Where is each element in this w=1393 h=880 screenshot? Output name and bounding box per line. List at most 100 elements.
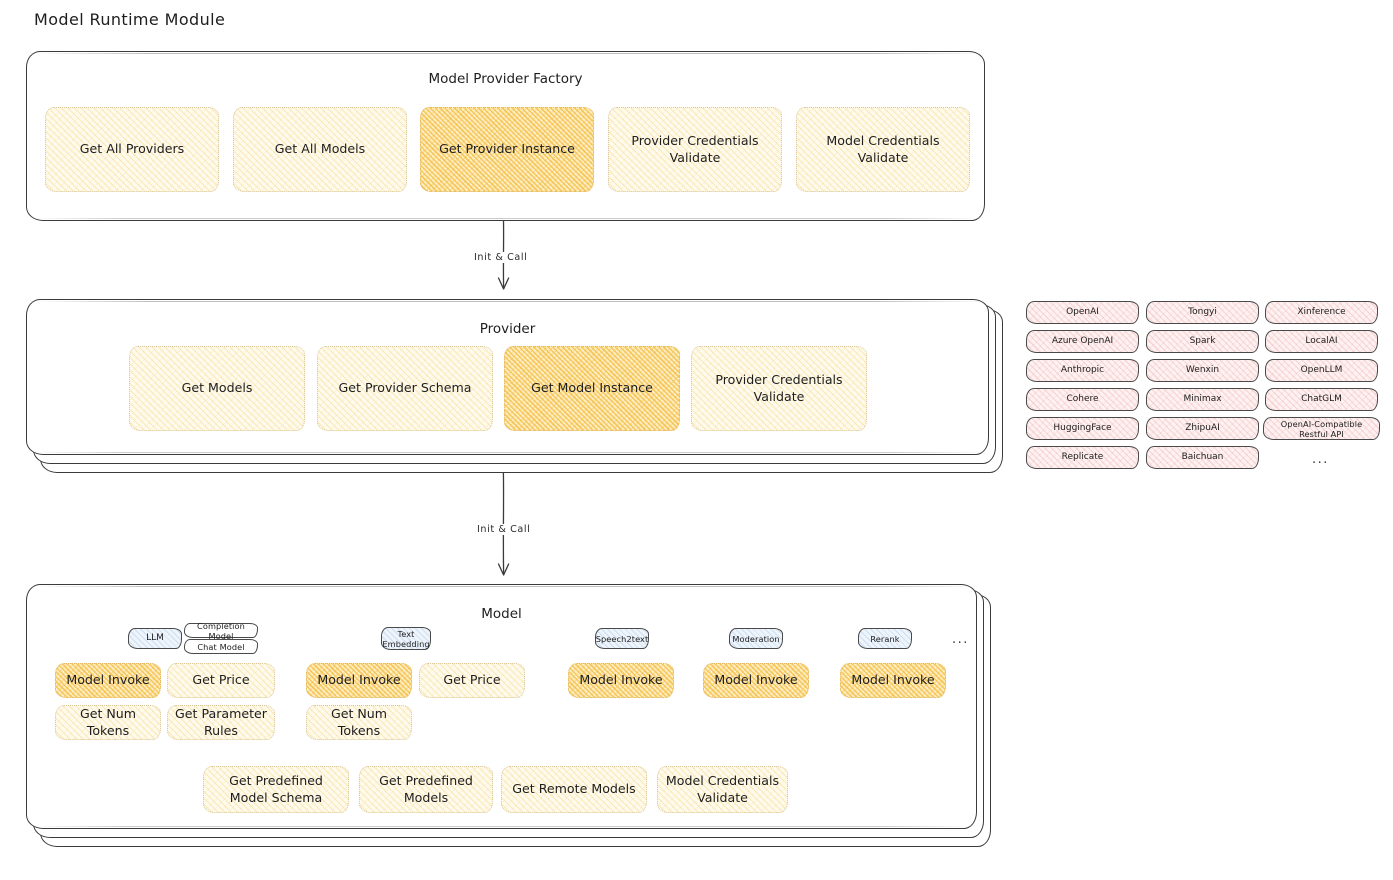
model-title: Model — [481, 606, 522, 622]
node-get-all-providers[interactable]: Get All Providers — [45, 107, 219, 192]
model-tag-chat-model[interactable]: Chat Model — [184, 639, 258, 654]
node-label: Model Invoke — [851, 672, 935, 688]
model-tag-label: Chat Model — [197, 641, 245, 652]
node-speech2text-model-invoke[interactable]: Model Invoke — [568, 663, 674, 698]
node-label: Model Invoke — [579, 672, 663, 688]
provider-chip-label: Tongyi — [1188, 307, 1217, 318]
node-label: Get Price — [192, 672, 250, 688]
provider-chip-label: Spark — [1189, 336, 1216, 347]
node-label: Get Provider Schema — [338, 380, 472, 396]
provider-chip-tongyi[interactable]: Tongyi — [1146, 301, 1259, 324]
provider-chip-label: ChatGLM — [1301, 394, 1342, 405]
node-label: Get Models — [181, 380, 253, 396]
provider-chip-label: HuggingFace — [1053, 423, 1112, 434]
provider-chip-label: LocalAI — [1305, 336, 1338, 347]
provider-chip-azure-openai[interactable]: Azure OpenAI — [1026, 330, 1139, 353]
provider-chip-label: Wenxin — [1185, 365, 1220, 376]
node-rerank-model-invoke[interactable]: Model Invoke — [840, 663, 946, 698]
model-badge-label: Moderation — [732, 633, 780, 644]
node-llm-model-invoke[interactable]: Model Invoke — [55, 663, 161, 698]
node-label: Get Remote Models — [512, 781, 636, 797]
arrow-factory-to-provider — [470, 220, 540, 295]
node-label: Model Credentials Validate — [826, 133, 940, 165]
node-label: Model Invoke — [714, 672, 798, 688]
model-badge-label: LLM — [146, 633, 164, 644]
provider-chip-label: ZhipuAI — [1185, 423, 1220, 434]
node-llm-get-price[interactable]: Get Price — [167, 663, 275, 698]
provider-chip-openllm[interactable]: OpenLLM — [1265, 359, 1378, 382]
model-tag-label: Completion Model — [197, 620, 245, 641]
model-badge-moderation[interactable]: Moderation — [729, 628, 783, 649]
node-label: Get Provider Instance — [439, 141, 575, 157]
node-moderation-model-invoke[interactable]: Model Invoke — [703, 663, 809, 698]
node-text-embedding-model-invoke[interactable]: Model Invoke — [306, 663, 412, 698]
node-label: Provider Credentials Validate — [631, 133, 759, 165]
provider-chip-label: Baichuan — [1181, 452, 1224, 463]
arrow-provider-to-model — [470, 472, 540, 581]
model-badge-label: Rerank — [870, 633, 900, 644]
node-label: Model Invoke — [66, 672, 150, 688]
provider-chip-openai-compatible-restful-api[interactable]: OpenAI-Compatible Restful API — [1263, 417, 1380, 440]
node-get-all-models[interactable]: Get All Models — [233, 107, 407, 192]
node-get-provider-instance[interactable]: Get Provider Instance — [420, 107, 594, 192]
arrow-label-init-and-call-2: Init & Call — [474, 524, 534, 535]
arrow-icon — [497, 472, 510, 576]
node-get-predefined-models[interactable]: Get Predefined Models — [359, 766, 493, 813]
node-get-provider-schema[interactable]: Get Provider Schema — [317, 346, 493, 431]
node-llm-get-parameter-rules[interactable]: Get Parameter Rules — [167, 705, 275, 740]
node-get-models[interactable]: Get Models — [129, 346, 305, 431]
provider-chip-zhipuai[interactable]: ZhipuAI — [1146, 417, 1259, 440]
model-badge-rerank[interactable]: Rerank — [858, 628, 912, 649]
node-label: Get Price — [443, 672, 501, 688]
provider-chip-label: Xinference — [1297, 307, 1346, 318]
node-label: Get Predefined Models — [379, 773, 473, 805]
provider-chip-label: Azure OpenAI — [1051, 336, 1114, 347]
node-label: Get Model Instance — [531, 380, 653, 396]
provider-chip-cohere[interactable]: Cohere — [1026, 388, 1139, 411]
node-model-credentials-validate-2[interactable]: Model Credentials Validate — [657, 766, 788, 813]
provider-title: Provider — [479, 321, 536, 337]
node-get-model-instance[interactable]: Get Model Instance — [504, 346, 680, 431]
provider-chip-minimax[interactable]: Minimax — [1146, 388, 1259, 411]
provider-chip-anthropic[interactable]: Anthropic — [1026, 359, 1139, 382]
node-llm-get-num-tokens[interactable]: Get Num Tokens — [55, 705, 161, 740]
model-badge-speech2text[interactable]: Speech2text — [595, 628, 649, 649]
node-text-embedding-get-price[interactable]: Get Price — [419, 663, 525, 698]
node-provider-credentials-validate-2[interactable]: Provider Credentials Validate — [691, 346, 867, 431]
provider-chip-localai[interactable]: LocalAI — [1265, 330, 1378, 353]
provider-chip-xinference[interactable]: Xinference — [1265, 301, 1378, 324]
provider-chip-chatglm[interactable]: ChatGLM — [1265, 388, 1378, 411]
model-badge-label: Text Embedding — [382, 628, 430, 649]
model-groups-ellipsis: ... — [952, 632, 969, 647]
node-label: Get Parameter Rules — [175, 706, 267, 738]
provider-chip-label: OpenAI — [1066, 307, 1099, 318]
provider-chip-label: OpenAI-Compatible Restful API — [1280, 418, 1363, 439]
node-label: Get All Models — [274, 141, 366, 157]
node-provider-credentials-validate[interactable]: Provider Credentials Validate — [608, 107, 782, 192]
model-badge-llm[interactable]: LLM — [128, 628, 182, 649]
model-badge-label: Speech2text — [595, 633, 649, 644]
node-get-remote-models[interactable]: Get Remote Models — [501, 766, 647, 813]
provider-chip-label: Cohere — [1066, 394, 1099, 405]
node-get-predefined-model-schema[interactable]: Get Predefined Model Schema — [203, 766, 349, 813]
node-label: Get Predefined Model Schema — [229, 773, 323, 805]
provider-chip-label: OpenLLM — [1300, 365, 1343, 376]
provider-chip-baichuan[interactable]: Baichuan — [1146, 446, 1259, 469]
provider-chip-label: Anthropic — [1060, 365, 1105, 376]
provider-chip-wenxin[interactable]: Wenxin — [1146, 359, 1259, 382]
model-provider-factory-title: Model Provider Factory — [428, 71, 583, 87]
page-title: Model Runtime Module — [34, 10, 226, 29]
arrow-icon — [497, 220, 510, 290]
provider-chip-label: Minimax — [1183, 394, 1222, 405]
model-tag-completion-model[interactable]: Completion Model — [184, 620, 258, 641]
provider-chip-replicate[interactable]: Replicate — [1026, 446, 1139, 469]
provider-chip-openai[interactable]: OpenAI — [1026, 301, 1139, 324]
node-label: Get All Providers — [79, 141, 185, 157]
model-badge-text-embedding[interactable]: Text Embedding — [381, 627, 431, 650]
node-model-credentials-validate[interactable]: Model Credentials Validate — [796, 107, 970, 192]
node-text-embedding-get-num-tokens[interactable]: Get Num Tokens — [306, 705, 412, 740]
arrow-label-init-and-call-1: Init & Call — [471, 252, 531, 263]
provider-chip-huggingface[interactable]: HuggingFace — [1026, 417, 1139, 440]
provider-chip-spark[interactable]: Spark — [1146, 330, 1259, 353]
